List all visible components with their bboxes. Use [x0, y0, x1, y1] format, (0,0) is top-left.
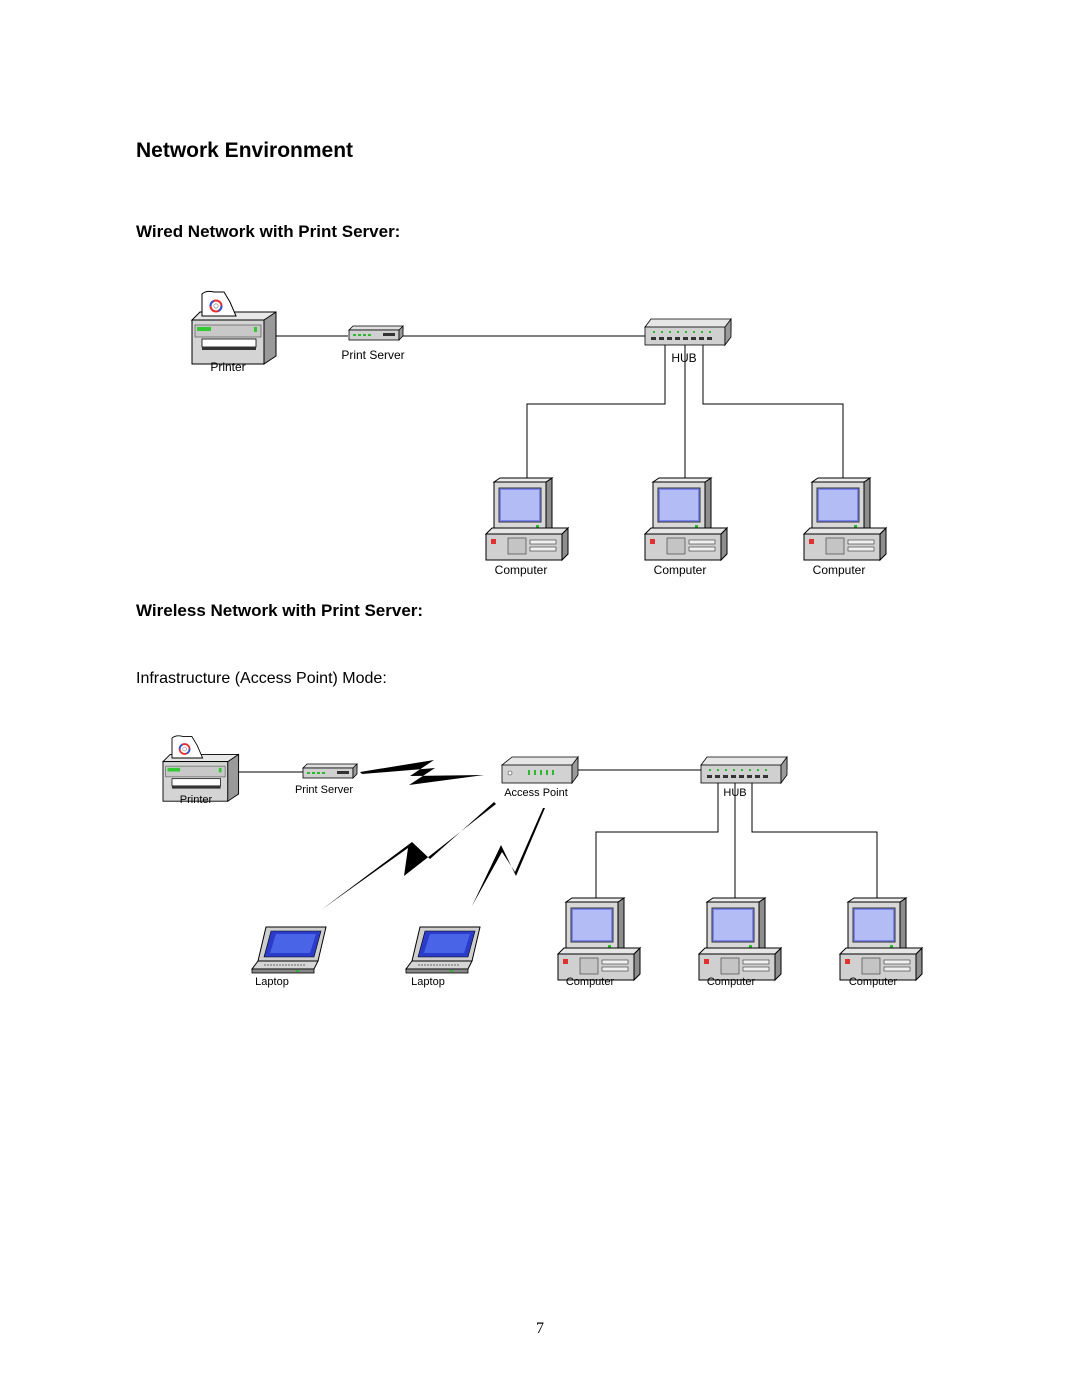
computer-label: Computer	[495, 563, 548, 577]
wired-network-heading: Wired Network with Print Server:	[136, 222, 401, 241]
hub-to-computer-1-cable	[595, 782, 719, 900]
computer-label: Computer	[813, 563, 866, 577]
computer-icon	[698, 897, 782, 981]
hub-icon	[700, 756, 788, 784]
wireless-signal-icon	[321, 802, 496, 910]
computer-icon	[557, 897, 641, 981]
wireless-network-heading: Wireless Network with Print Server:	[136, 601, 424, 620]
wired-network-diagram: Printer Print Server HUB Computer Comput…	[191, 290, 887, 577]
infrastructure-mode-label: Infrastructure (Access Point) Mode:	[136, 670, 387, 687]
printer-icon	[162, 734, 240, 803]
hub-label: HUB	[671, 351, 696, 365]
laptop-label: Laptop	[411, 976, 445, 988]
print-server-label: Print Server	[295, 784, 353, 796]
page-title: Network Environment	[136, 139, 354, 162]
print-server-icon	[348, 325, 404, 341]
laptop-label: Laptop	[255, 976, 289, 988]
hub-to-computer-3-cable	[702, 345, 844, 480]
hub-icon	[644, 318, 732, 346]
computer-icon	[644, 477, 728, 561]
hub-to-computer-1-cable	[526, 345, 666, 480]
laptop-icon	[251, 926, 327, 974]
wireless-signal-icon	[360, 760, 484, 785]
computer-label: Computer	[707, 976, 756, 988]
page-number: 7	[536, 1320, 544, 1337]
computer-icon	[803, 477, 887, 561]
hub-to-computer-3-cable	[751, 782, 878, 900]
printer-icon	[191, 290, 277, 365]
printer-label: Printer	[210, 360, 245, 374]
print-server-label: Print Server	[341, 348, 404, 362]
computer-label: Computer	[849, 976, 898, 988]
hub-label: HUB	[723, 787, 746, 799]
access-point-label: Access Point	[504, 787, 568, 799]
printer-label: Printer	[180, 794, 213, 806]
laptop-icon	[405, 926, 481, 974]
computer-icon	[839, 897, 923, 981]
computer-icon	[485, 477, 569, 561]
computer-label: Computer	[654, 563, 707, 577]
wireless-network-diagram: Printer Print Server Access Point HUB La…	[162, 734, 923, 988]
print-server-icon	[302, 763, 358, 779]
computer-label: Computer	[566, 976, 615, 988]
access-point-icon	[501, 756, 579, 784]
wireless-signal-icon	[472, 808, 545, 906]
